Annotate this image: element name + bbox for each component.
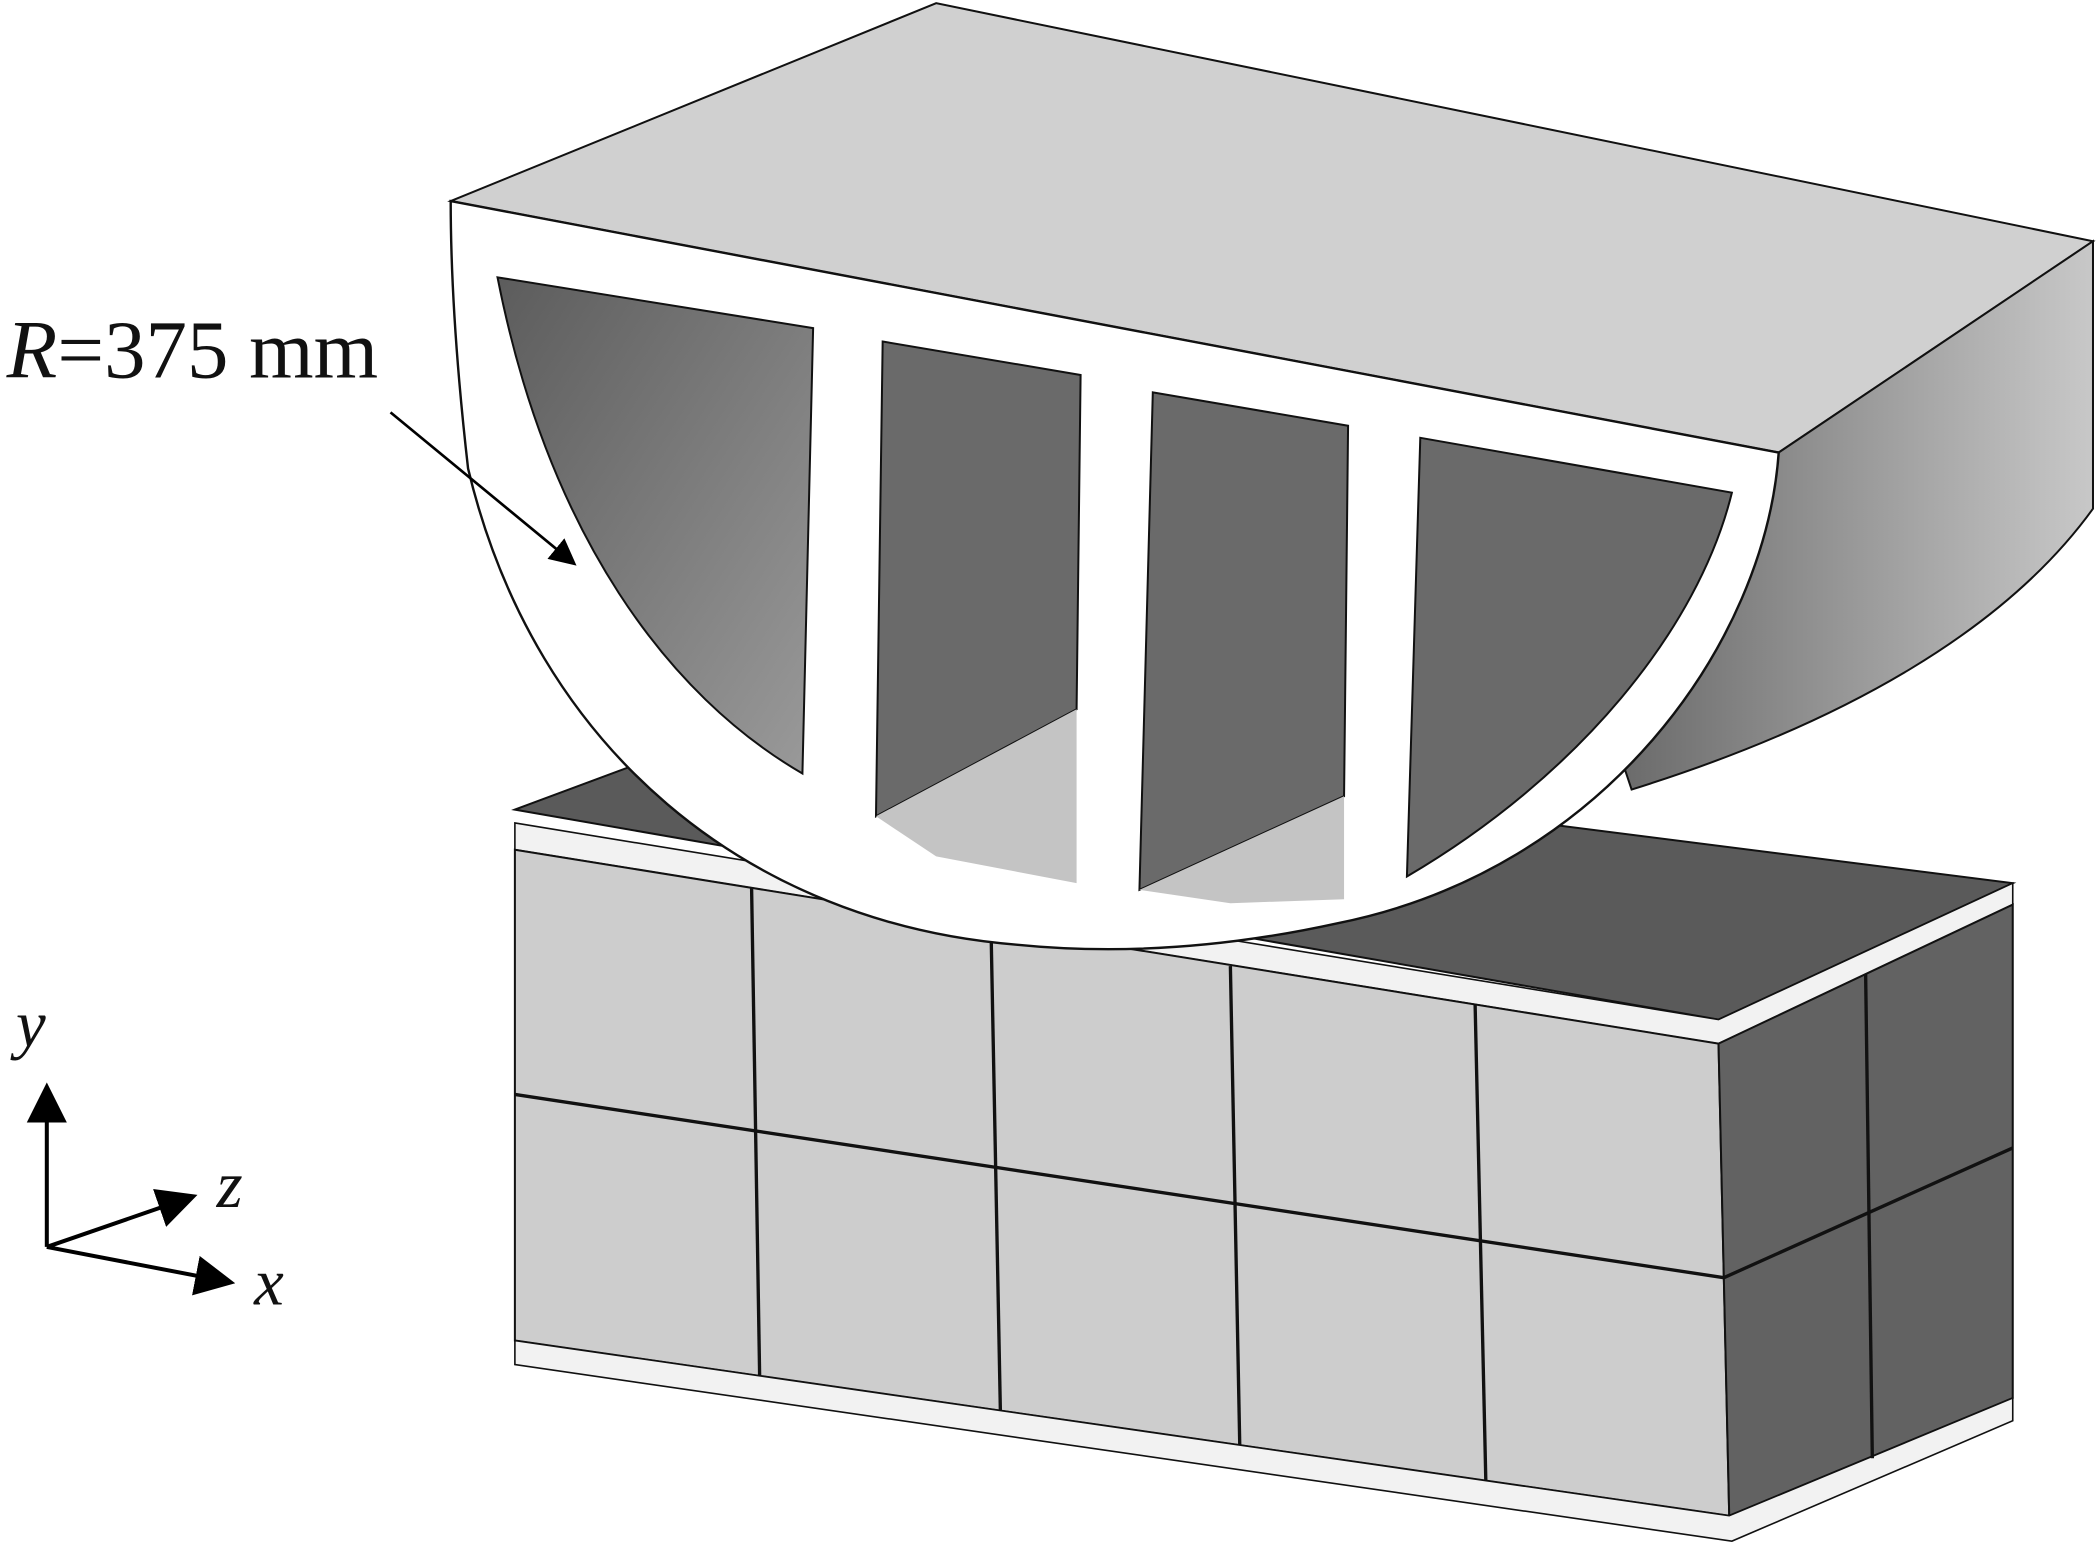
radius-label-value: =375 mm (57, 304, 378, 396)
x-axis-arrow (46, 1244, 236, 1296)
radius-arrow (389, 411, 577, 566)
block-grid-lines (514, 888, 2014, 1481)
cutout-window-1 (496, 276, 815, 776)
y-axis-label: y (10, 987, 46, 1061)
radius-annotation: R=375 mm (6, 304, 577, 566)
cutout-window-4 (1405, 436, 1734, 879)
radius-label-symbol: R (6, 304, 58, 396)
x-axis-label: x (253, 1245, 284, 1319)
z-axis-label: z (216, 1148, 243, 1222)
svg-text:R=375 mm: R=375 mm (6, 304, 378, 396)
z-axis-arrow (46, 1188, 198, 1249)
coordinate-axes (26, 1082, 236, 1296)
cutout-window-3-floor (1139, 796, 1345, 904)
cutout-window-2-floor (875, 709, 1077, 884)
block-bottom-plate (514, 1339, 2014, 1542)
half-cylinder-body (447, 2, 2096, 951)
